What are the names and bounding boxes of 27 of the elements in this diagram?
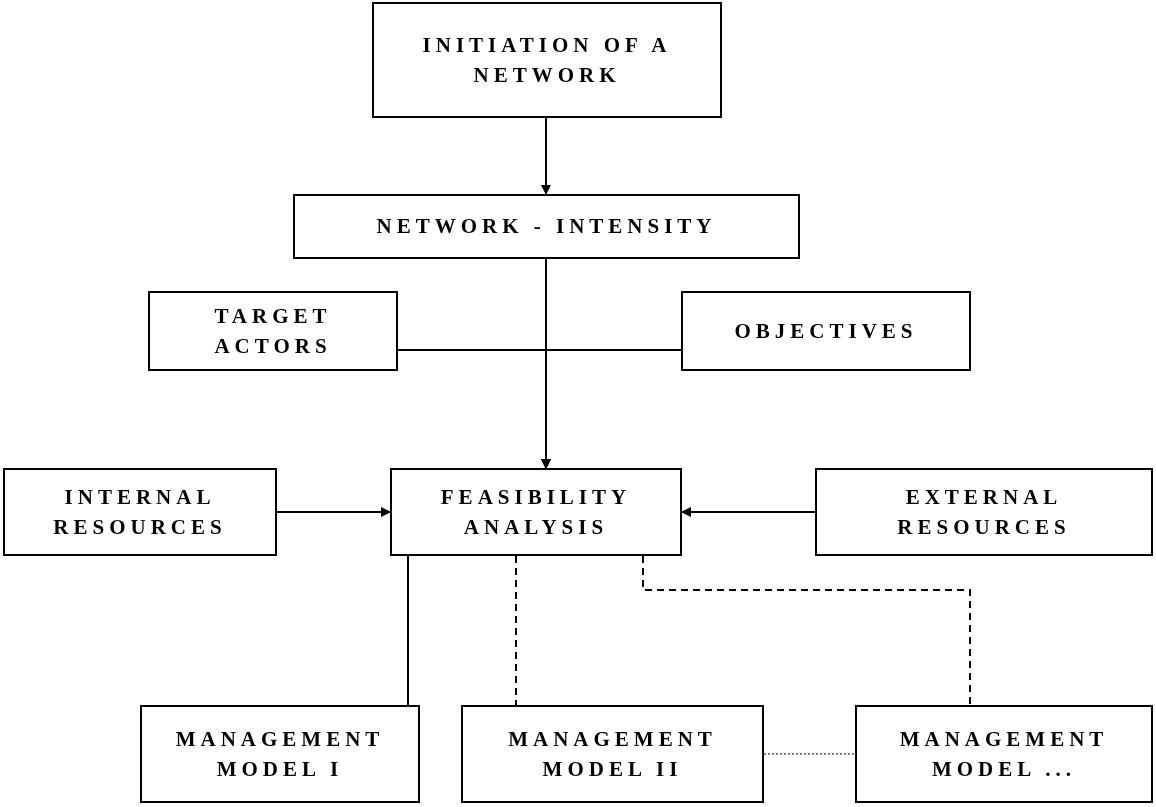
connector-line — [515, 555, 517, 706]
connector-line — [407, 555, 409, 706]
box-label: EXTERNAL RESOURCES — [896, 483, 1072, 541]
process-box — [815, 468, 1153, 556]
arrow — [681, 507, 816, 517]
box-label: OBJECTIVES — [734, 317, 918, 345]
process-box — [372, 2, 722, 118]
arrow — [276, 507, 391, 517]
box-label: INTERNAL RESOURCES — [52, 483, 228, 541]
box-label: TARGET ACTORS — [213, 302, 333, 360]
process-box — [140, 705, 420, 803]
process-box — [148, 291, 398, 371]
box-label: MANAGEMENT MODEL ... — [898, 725, 1110, 783]
process-box — [390, 468, 682, 556]
arrow — [541, 117, 551, 195]
process-box — [681, 291, 971, 371]
box-label: INITIATION OF A NETWORK — [421, 31, 673, 89]
process-box — [855, 705, 1153, 803]
process-box — [3, 468, 277, 556]
process-box — [293, 194, 800, 259]
box-label: MANAGEMENT MODEL I — [174, 725, 386, 783]
box-label: MANAGEMENT MODEL II — [507, 725, 718, 783]
box-label: NETWORK - INTENSITY — [376, 213, 717, 241]
process-box — [461, 705, 764, 803]
arrow — [541, 349, 682, 469]
connector-line — [642, 555, 971, 706]
box-label: FEASIBILITY ANALYSIS — [439, 483, 633, 541]
